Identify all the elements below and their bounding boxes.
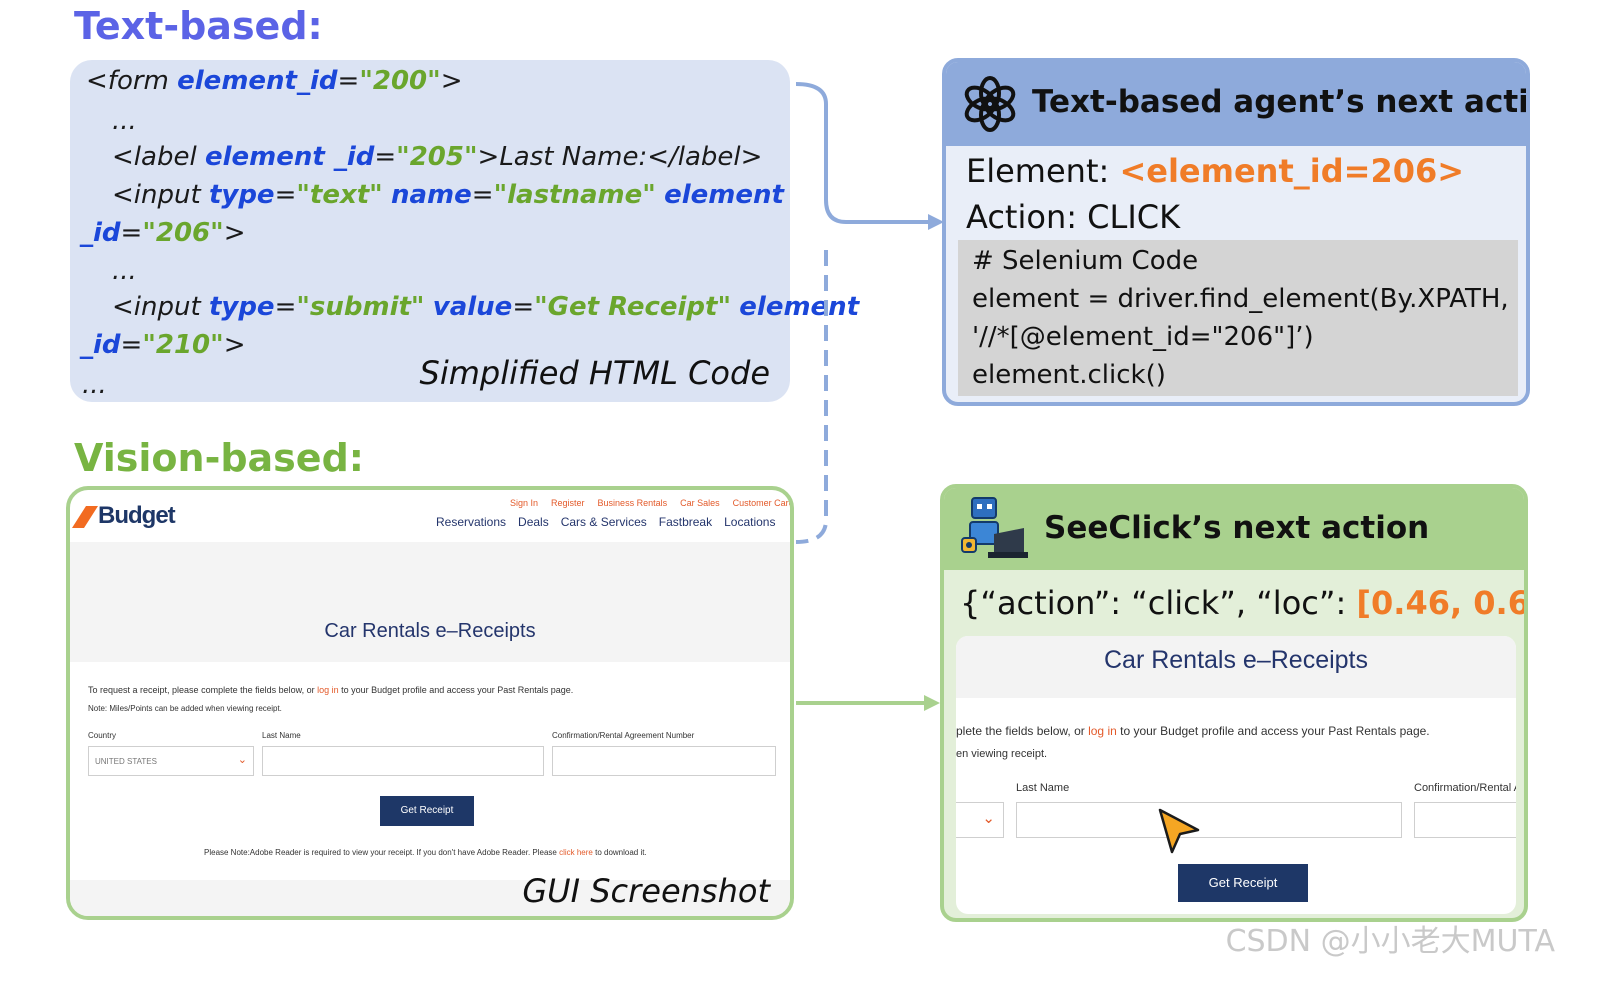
crop-lastname-label: Last Name [1016,782,1070,794]
text-based-heading: Text-based: [74,4,323,48]
code-last-ellipsis: ... [82,370,107,400]
crop-confirmation-input[interactable] [1414,802,1516,838]
budget-logo-text: Budget [98,502,176,529]
blue-bracket-dashed [795,250,828,544]
lastname-label: Last Name [262,731,301,740]
crop-note: en viewing receipt. [956,748,1048,760]
confirmation-input[interactable] [552,746,776,776]
zoomed-screenshot: Car Rentals e–Receipts plete the fields … [956,636,1516,914]
crop-login-link[interactable]: log in [1088,724,1117,738]
top-link[interactable]: Car Sales [680,498,720,508]
crop-confirmation-label: Confirmation/Rental A [1414,782,1516,794]
chevron-down-icon: ⌄ [237,754,247,766]
top-link[interactable]: Business Rentals [597,498,668,508]
nav-item[interactable]: Reservations [436,515,507,529]
selenium-code-block: # Selenium Code element = driver.find_el… [958,240,1518,396]
crop-intro-text: plete the fields below, or log in to you… [956,724,1430,738]
code-line-input-submit: <input type="submit" value="Get Receipt"… [112,292,860,322]
code-line-id-210: _id="210"> [80,330,246,360]
selenium-line: '//*[@element_id="206"]’) [972,322,1314,352]
loc-value: [0.46, 0.62] [1356,584,1528,622]
code-line-form: <form element_id="200"> [86,66,463,96]
crop-page-title: Car Rentals e–Receipts [1103,646,1368,674]
blue-arrowhead [928,214,944,230]
gui-screenshot-caption: GUI Screenshot [522,872,770,910]
top-link[interactable]: Register [551,498,585,508]
action-line: Action: CLICK [966,198,1181,236]
top-link[interactable]: Sign In [510,498,539,508]
html-code-panel: <form element_id="200"> ... <label eleme… [70,60,859,402]
crop-country-select[interactable]: ⌄ [956,802,1004,838]
watermark: CSDN @小小老大MUTA [1225,924,1555,959]
get-receipt-button[interactable]: Get Receipt [380,796,474,826]
code-ellipsis: ... [112,106,137,136]
selenium-line: element.click() [972,360,1166,390]
top-link[interactable]: Customer Care [732,498,794,508]
seeclick-header [944,488,1524,570]
nav-item[interactable]: Locations [724,515,776,529]
element-line: Element: <element_id=206> [966,152,1465,190]
crop-get-receipt-button[interactable]: Get Receipt [1178,864,1308,902]
country-value: UNITED STATES [95,757,157,766]
code-line-input-text: <input type="text" name="lastname" eleme… [112,180,784,210]
gui-top-links: Sign In Register Business Rentals Car Sa… [510,498,794,508]
chevron-down-icon: ⌄ [982,810,995,827]
selenium-line: element = driver.find_element(By.XPATH, [972,284,1509,314]
login-link[interactable]: log in [317,685,339,695]
gui-screenshot-frame: Budget Sign In Register Business Rentals… [66,486,794,920]
gui-footer-band [70,880,790,916]
seeclick-json: {“action”: “click”, “loc”: [0.46, 0.62]} [960,584,1528,622]
text-agent-header [946,62,1526,146]
selenium-line: # Selenium Code [972,246,1199,276]
nav-item[interactable]: Cars & Services [560,515,647,529]
gui-main-nav: Reservations Deals Cars & Services Fastb… [436,515,775,529]
robot-icon [961,497,1028,558]
vision-based-heading: Vision-based: [74,436,364,480]
gui-title-band [70,542,790,662]
element-id-value: <element_id=206> [1119,152,1465,190]
country-label: Country [88,731,117,740]
blue-bracket-top [795,82,930,224]
openai-logo-icon [964,76,1016,132]
gui-page-title: Car Rentals e–Receipts [324,620,536,642]
code-line-id-206: _id="206"> [80,218,246,248]
code-line-label: <label element _id="205">Last Name:</lab… [112,142,763,172]
text-agent-title: Text-based agent’s next action [1032,84,1530,120]
budget-logo-icon [72,506,98,528]
crop-title-band [956,636,1516,698]
html-code-caption: Simplified HTML Code [419,354,770,392]
nav-item[interactable]: Fastbreak [658,515,713,529]
lastname-input[interactable] [262,746,544,776]
confirmation-label: Confirmation/Rental Agreement Number [552,731,695,740]
click-here-link[interactable]: click here [559,848,593,857]
code-ellipsis-2: ... [112,256,137,286]
text-agent-action-box: Text-based agent’s next action Element: … [942,58,1530,406]
gui-intro-text: To request a receipt, please complete th… [88,685,574,695]
green-arrowhead [924,695,940,711]
cursor-icon [1158,808,1200,854]
crop-lastname-input[interactable] [1016,802,1402,838]
gui-footer-note: Please Note:Adobe Reader is required to … [204,848,647,857]
seeclick-title: SeeClick’s next action [1044,510,1430,546]
country-select[interactable]: UNITED STATES ⌄ [88,746,254,776]
gui-note: Note: Miles/Points can be added when vie… [88,704,282,713]
nav-item[interactable]: Deals [518,515,549,529]
seeclick-action-box: SeeClick’s next action {“action”: “click… [940,484,1528,922]
